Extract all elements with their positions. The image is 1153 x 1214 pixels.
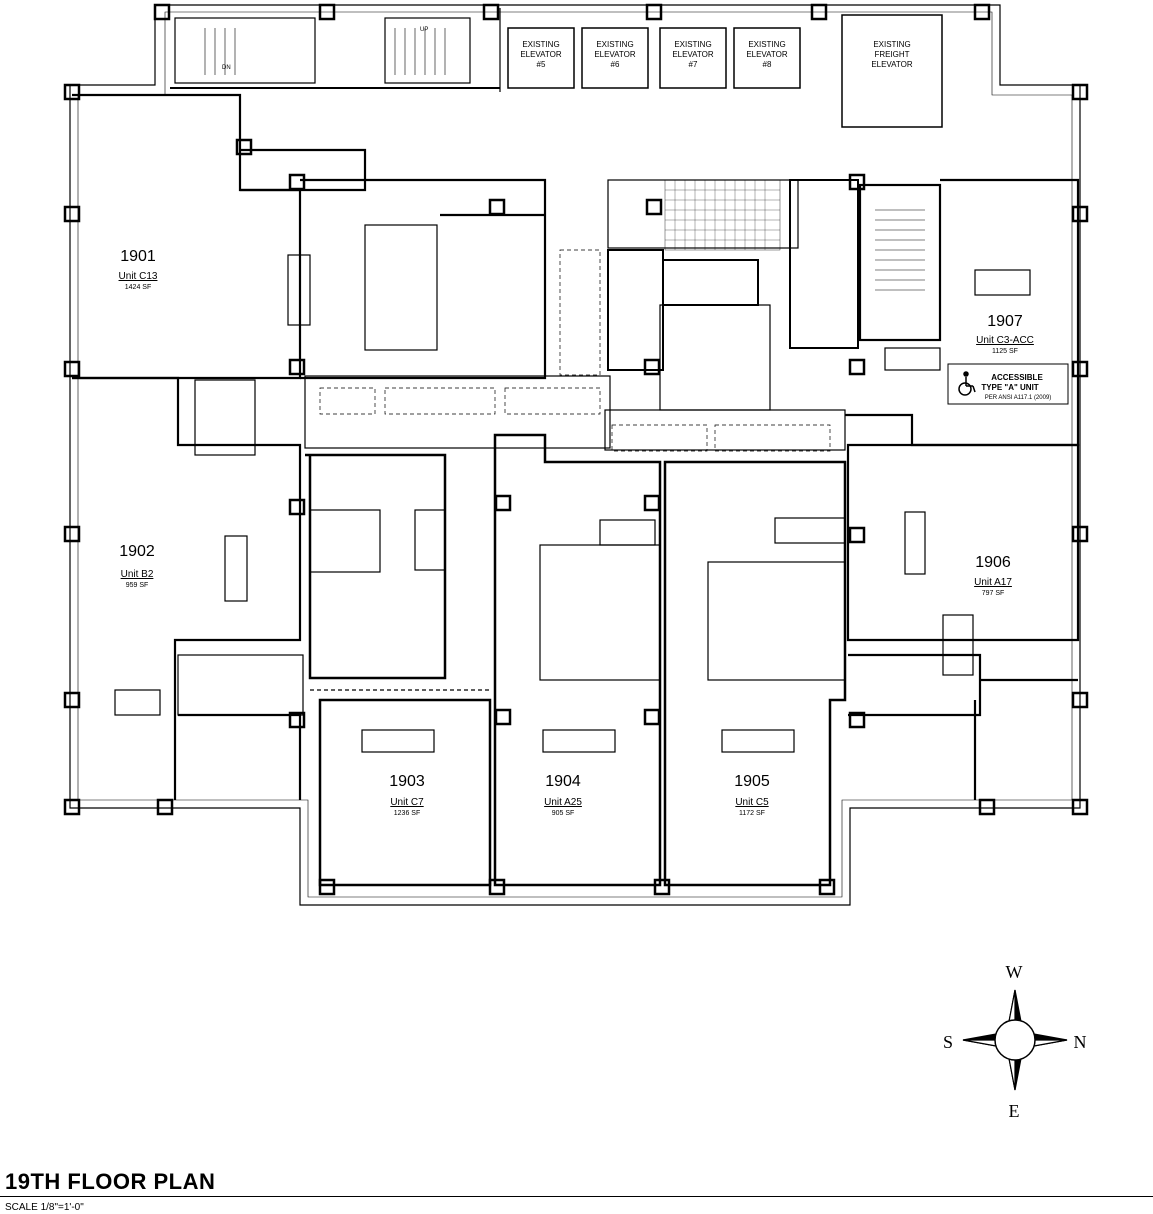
elevator-5-label-1: EXISTING [522,40,559,49]
stair-down-label: DN [222,65,231,71]
elevator-5-label-2: ELEVATOR [520,50,562,59]
unit-1902-walls [72,376,302,800]
freight-elevator-label-2: FREIGHT [874,50,909,59]
elevator-8-label-2: ELEVATOR [746,50,788,59]
compass-west: W [1006,962,1023,982]
unit-1903-area: 1236 SF [394,810,420,817]
unit-1905-kitchen-island [721,729,795,753]
freight-elevator-label-3: ELEVATOR [871,60,913,69]
stair-left [174,17,316,84]
elevator-7-shaft [659,27,727,89]
elevator-5-shaft [507,27,575,89]
plan-scale: SCALE 1/8"=1'-0" [5,1202,84,1213]
elevator-8-label-3: #8 [763,60,772,69]
floor-plan-drawing: EXISTING ELEVATOR #5 EXISTING ELEVATOR #… [63,3,1089,1121]
compass-east: E [1009,1101,1020,1121]
unit-1901-name: Unit C13 [119,271,158,282]
unit-1906-walls [846,443,1080,642]
unit-1907-area: 1125 SF [992,348,1018,355]
unit-1905-name: Unit C5 [735,797,769,808]
unit-1905-area: 1172 SF [739,810,765,817]
unit-1904-area: 905 SF [552,810,575,817]
elevator-8-label-1: EXISTING [748,40,785,49]
compass-rose [962,989,1068,1091]
unit-1902-area: 959 SF [126,582,149,589]
unit-1907-name: Unit C3-ACC [976,335,1034,346]
elevator-5-label-3: #5 [537,60,546,69]
corridor-east [604,409,846,451]
unit-1904-number: 1904 [545,773,581,790]
accessible-sign-line-2: TYPE "A" UNIT [981,383,1038,392]
stair-right [384,17,471,84]
unit-1903-walls [305,453,447,680]
elevator-6-label-1: EXISTING [596,40,633,49]
elevator-6-label-2: ELEVATOR [594,50,636,59]
unit-1902-kitchen-island [224,535,248,602]
accessible-sign-line-3: PER ANSI A117.1 (2009) [985,395,1052,401]
unit-1906-kitchen-island [904,511,926,575]
elevator-8-shaft [733,27,801,89]
unit-1901-walls [72,93,302,380]
unit-1906-name: Unit A17 [974,577,1012,588]
unit-1905-number: 1905 [734,773,770,790]
plan-title: 19TH FLOOR PLAN [5,1169,216,1194]
unit-1901-number: 1901 [120,248,156,265]
freight-elevator-label-1: EXISTING [873,40,910,49]
hatched-area [664,179,781,251]
elevator-6-shaft [581,27,649,89]
title-divider [0,1196,1153,1197]
elevator-7-label-2: ELEVATOR [672,50,714,59]
stair-east [858,183,942,342]
unit-1904-kitchen-island [542,729,616,753]
building-outline [69,4,1081,906]
accessible-sign [947,363,1069,405]
freight-elevator-shaft [841,14,943,128]
elevator-6-label-3: #6 [611,60,620,69]
unit-1902-name: Unit B2 [121,569,154,580]
unit-1903-number: 1903 [389,773,425,790]
unit-1906-number: 1906 [975,554,1011,571]
unit-1907-number: 1907 [987,313,1023,330]
unit-1907-walls [845,178,1080,447]
unit-1903-name: Unit C7 [390,797,424,808]
elevator-7-label-3: #7 [689,60,698,69]
compass-south: S [943,1032,953,1052]
unit-1901-kitchen-island [287,254,311,326]
unit-1905-walls [663,460,847,887]
accessible-sign-line-1: ACCESSIBLE [991,373,1043,382]
wheelchair-icon [958,371,976,396]
unit-1903-kitchen-island [361,729,435,753]
stair-up-label: UP [420,27,428,33]
elevator-7-label-1: EXISTING [674,40,711,49]
unit-1906-area: 797 SF [982,590,1005,597]
compass-north: N [1074,1032,1087,1052]
unit-1901-area: 1424 SF [125,284,151,291]
unit-1904-walls [493,433,662,887]
corridor-west [304,375,611,449]
unit-1904-name: Unit A25 [544,797,582,808]
unit-1902-number: 1902 [119,543,155,560]
